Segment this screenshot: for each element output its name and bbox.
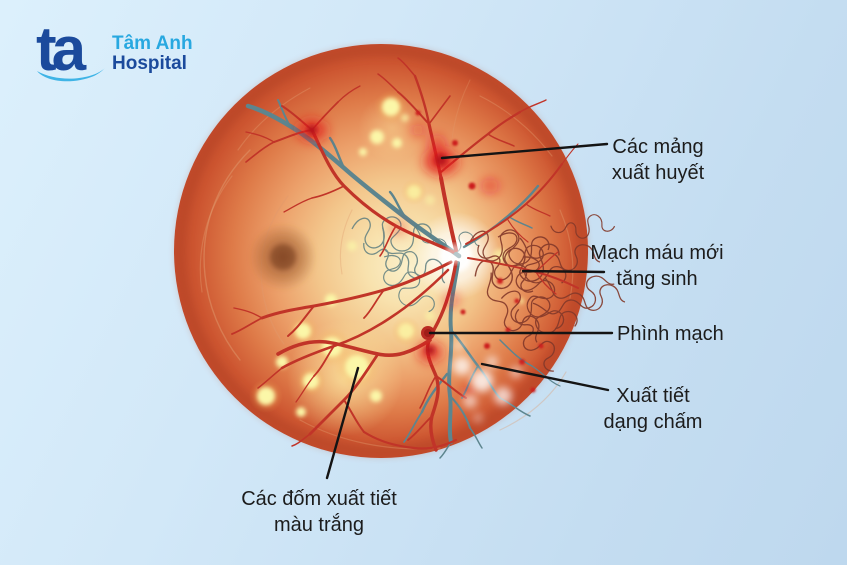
label-line: tăng sinh (616, 268, 698, 290)
callout-line-neovascularization (521, 269, 606, 274)
label-line: Mạch máu mới (590, 242, 724, 264)
optic-disc-highlight (445, 244, 465, 264)
label-line: dạng chấm (603, 411, 703, 433)
logo-swoosh-icon (37, 68, 105, 82)
hospital-logo: ta Tâm Anh Hospital (36, 15, 193, 84)
callout-lines (325, 142, 614, 480)
dot-hemorrhages (415, 110, 544, 393)
logo-mark-letters: ta (36, 15, 86, 84)
callout-line-hemorrhage-patches (440, 142, 609, 160)
label-line: xuất huyết (611, 162, 705, 184)
callout-line-dot-exudates (480, 362, 610, 392)
white-dot-exudates (453, 341, 522, 423)
logo-hospital-name: Tâm Anh (112, 33, 193, 54)
label-line: Các mảng (612, 136, 704, 158)
label-hemorrhage-patches: Các mảng xuất huyết (593, 134, 723, 186)
label-line: Các đốm xuất tiết (241, 488, 397, 510)
microaneurysm (421, 326, 435, 340)
label-line: màu trắng (273, 514, 365, 536)
logo-mark: ta (36, 15, 105, 84)
logo-text: Tâm Anh Hospital (112, 34, 193, 74)
label-neovascularization: Mạch máu mới tăng sinh (572, 240, 742, 292)
hemorrhage-patches (297, 119, 499, 395)
callout-line-white-exudates (325, 366, 360, 480)
logo-hospital-sub: Hospital (112, 53, 187, 74)
macula (249, 223, 317, 291)
label-line: Phình mạch (617, 323, 724, 345)
label-microaneurysm: Phình mạch (617, 321, 724, 347)
label-white-exudates: Các đốm xuất tiết màu trắng (209, 486, 429, 538)
label-line: Xuất tiết (616, 385, 690, 407)
label-dot-exudates: Xuất tiết dạng chấm (588, 383, 718, 435)
